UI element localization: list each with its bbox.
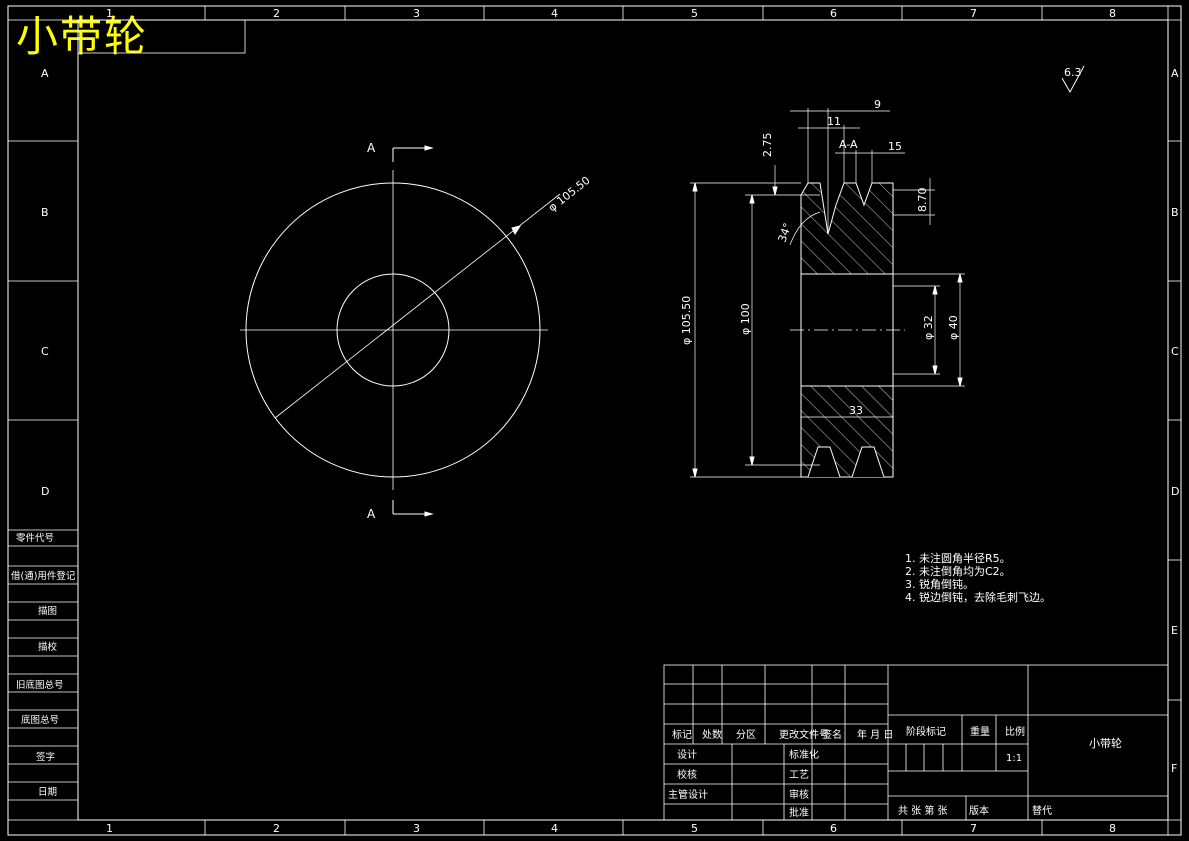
note-3: 3. 锐角倒钝。: [905, 577, 974, 591]
zone-column-ticks: [204, 6, 1043, 835]
outer-frame: [7, 5, 1182, 836]
groove-top-label: 11: [827, 115, 841, 128]
pitch-diameter-label: φ 100: [739, 303, 752, 335]
col-label-bottom-6: 6: [830, 822, 837, 835]
note-1: 1. 未注圆角半径R5。: [905, 551, 1011, 565]
col-label-top-4: 4: [551, 7, 558, 20]
tb-version: 版本: [969, 804, 989, 817]
tb-header-sign: 签名: [822, 728, 842, 741]
note-2: 2. 未注倒角均为C2。: [905, 564, 1011, 578]
col-label-bottom-5: 5: [691, 822, 698, 835]
row-label-right-C: C: [1171, 345, 1179, 358]
row-label-left-B: B: [41, 206, 49, 219]
note-4: 4. 锐边倒钝，去除毛刺飞边。: [905, 590, 1051, 604]
left-block-signature: 签字: [36, 751, 55, 763]
tb-part-name: 小带轮: [1089, 736, 1122, 750]
col-label-bottom-7: 7: [970, 822, 977, 835]
left-block-old-base: 旧底图总号: [16, 679, 64, 691]
col-label-bottom-2: 2: [273, 822, 280, 835]
left-block-date: 日期: [38, 787, 57, 798]
tb-design: 设计: [677, 748, 697, 761]
title-block: [663, 664, 1169, 821]
row-label-left-D: D: [41, 485, 49, 498]
groove-pitch-label: 15: [888, 140, 902, 153]
side-outer-diameter-label: φ 105.50: [680, 296, 693, 345]
row-label-right-F: F: [1171, 762, 1177, 775]
col-label-bottom-3: 3: [413, 822, 420, 835]
zone-row-ticks: [1168, 140, 1181, 701]
drawing-title: 小带轮: [16, 12, 149, 61]
tb-standardize: 标准化: [789, 748, 819, 761]
tb-header-date: 年 月 日: [857, 728, 893, 741]
upper-body-section: [800, 182, 894, 275]
diameter-arrow: [511, 225, 522, 236]
row-label-right-E: E: [1171, 624, 1178, 637]
groove-angle-label: 34°: [776, 221, 795, 244]
groove-offset-label: 9: [874, 98, 881, 111]
tb-scale-value: 1:1: [1006, 753, 1022, 764]
col-label-top-7: 7: [970, 7, 977, 20]
row-label-right-D: D: [1171, 485, 1179, 498]
row-label-right-B: B: [1171, 206, 1179, 219]
col-label-bottom-4: 4: [551, 822, 558, 835]
width-label: 33: [849, 404, 863, 417]
row-label-left-C: C: [41, 345, 49, 358]
tb-check: 校核: [677, 768, 697, 781]
bore-diameter-label: φ 32: [922, 315, 935, 340]
tb-replace: 替代: [1032, 804, 1052, 817]
row-label-left-A: A: [41, 67, 49, 80]
groove-depth-top-label: 2.75: [761, 133, 774, 158]
tb-scale: 比例: [1005, 725, 1025, 738]
tb-chief: 主管设计: [668, 788, 708, 801]
left-block-part-code: 零件代号: [16, 532, 54, 544]
tb-stage: 阶段标记: [906, 725, 946, 738]
diameter-leader: [274, 193, 561, 419]
section-marker-top: A: [367, 141, 376, 155]
tb-review: 审核: [789, 788, 809, 801]
tb-approve: 批准: [789, 806, 809, 819]
col-label-top-2: 2: [273, 7, 280, 20]
tb-sheets: 共 张 第 张: [898, 804, 948, 817]
front-view: [240, 145, 561, 517]
groove-depth-label: 8.70: [916, 188, 929, 213]
row-label-right-A: A: [1171, 67, 1179, 80]
col-label-top-5: 5: [691, 7, 698, 20]
tb-process: 工艺: [789, 769, 809, 781]
tb-header-change-doc: 更改文件号: [779, 728, 829, 741]
hub-diameter-label: φ 40: [947, 315, 960, 340]
left-block-base: 底图总号: [21, 714, 59, 726]
section-view: [690, 108, 965, 478]
inner-frame: [77, 19, 1169, 821]
lower-groove-1: [807, 446, 841, 478]
tb-weight: 重量: [970, 725, 990, 738]
col-label-bottom-8: 8: [1109, 822, 1116, 835]
section-marker-bottom: A: [367, 507, 376, 521]
lower-groove-2: [851, 446, 885, 478]
tb-header-count: 处数: [702, 728, 722, 741]
roughness-symbol: [1061, 65, 1085, 94]
col-label-bottom-1: 1: [106, 822, 113, 835]
left-registration-block: [8, 140, 78, 801]
tb-header-mark: 标记: [672, 729, 692, 741]
left-block-trace: 描图: [38, 605, 57, 617]
col-label-top-3: 3: [413, 7, 420, 20]
col-label-top-1: 1: [106, 7, 113, 20]
col-label-top-6: 6: [830, 7, 837, 20]
col-label-top-8: 8: [1109, 7, 1116, 20]
section-label: A-A: [839, 138, 858, 151]
tb-header-zone: 分区: [736, 729, 756, 741]
left-block-borrowed: 借(通)用件登记: [11, 570, 76, 582]
roughness-value: 6.3: [1064, 66, 1082, 79]
outer-diameter-label: φ 105.50: [546, 174, 593, 215]
left-block-trace-check: 描校: [38, 641, 58, 653]
